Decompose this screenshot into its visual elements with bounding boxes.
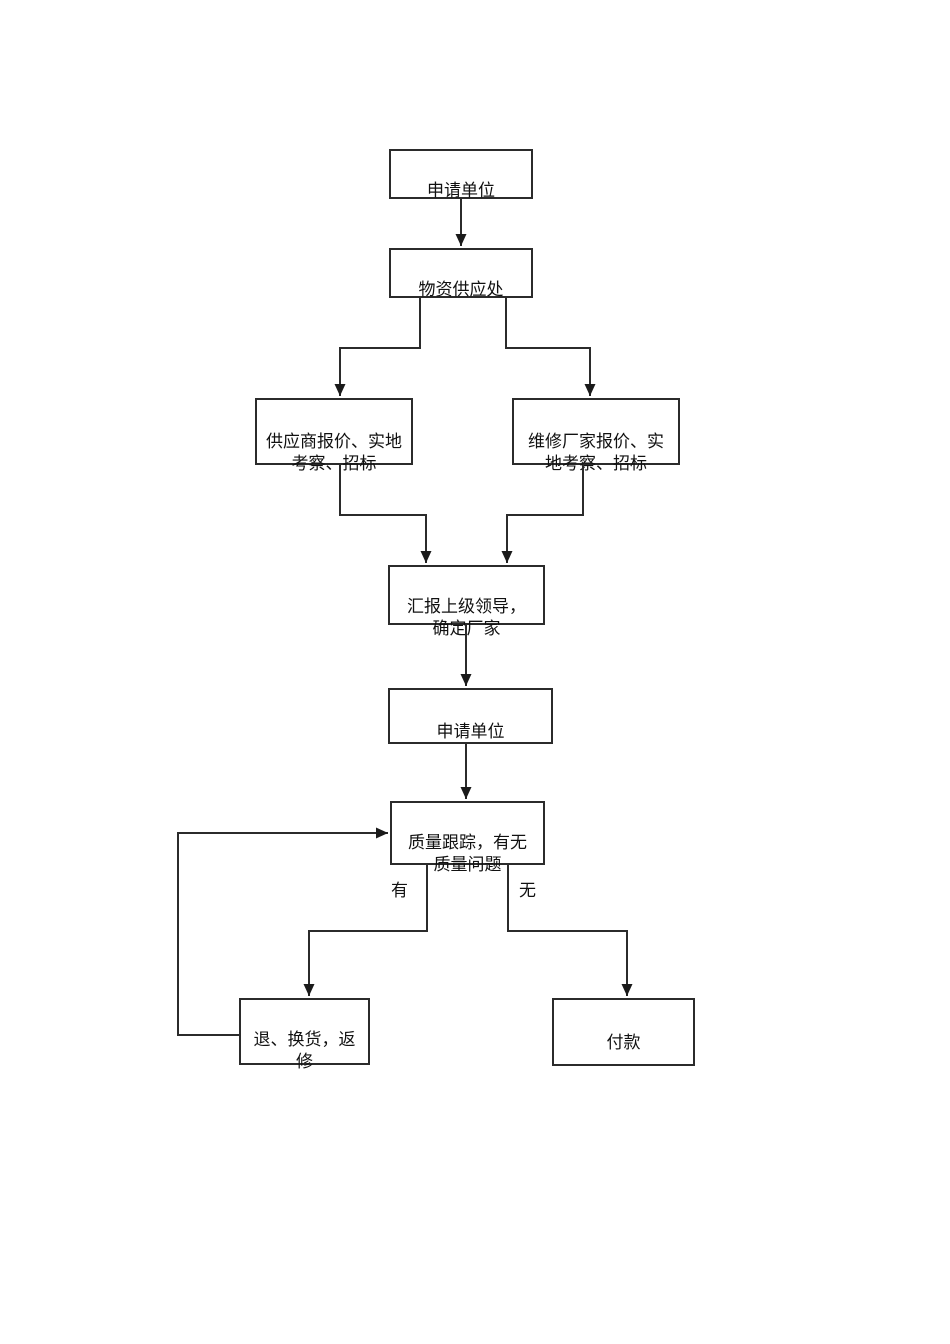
node-repair-factory-quote: 维修厂家报价、实 地考察、招标 — [512, 398, 680, 473]
node-applicant-unit-top: 申请单位 — [389, 149, 533, 200]
node-report-leaders-label: 汇报上级领导， 确定厂家 — [407, 597, 526, 638]
edge-supply-office-to-repair-quote — [505, 298, 596, 396]
node-payment-label: 付款 — [606, 1033, 641, 1052]
edge-supply-office-to-supplier-quote — [334, 298, 421, 396]
node-quality-tracking: 质量跟踪，有无 质量问题 — [390, 801, 545, 874]
node-repair-factory-quote-label: 维修厂家报价、实 地考察、招标 — [528, 432, 664, 473]
node-supply-office: 物资供应处 — [389, 248, 533, 299]
edge-label-no-issue: 无 — [519, 881, 536, 900]
edge-label-has-issue: 有 — [391, 881, 408, 900]
node-applicant-unit-mid-label: 申请单位 — [436, 722, 505, 741]
node-applicant-unit-top-label: 申请单位 — [427, 181, 495, 200]
node-return-exchange-repair: 退、换货，返 修 — [239, 998, 370, 1071]
node-applicant-unit-mid: 申请单位 — [388, 688, 553, 744]
node-supplier-quote-label: 供应商报价、实地 考察、招标 — [266, 432, 402, 473]
node-payment: 付款 — [552, 998, 695, 1066]
node-supplier-quote: 供应商报价、实地 考察、招标 — [255, 398, 413, 473]
node-quality-tracking-label: 质量跟踪，有无 质量问题 — [408, 833, 527, 874]
node-report-leaders: 汇报上级领导， 确定厂家 — [388, 565, 545, 638]
node-supply-office-label: 物资供应处 — [418, 280, 504, 299]
node-return-exchange-repair-label: 退、换货，返 修 — [253, 1030, 356, 1071]
edge-supplier-quote-to-report-leaders — [339, 465, 432, 563]
edge-repair-quote-to-report-leaders — [501, 465, 584, 563]
edge-quality-tracking-to-return-exchange — [303, 865, 428, 996]
